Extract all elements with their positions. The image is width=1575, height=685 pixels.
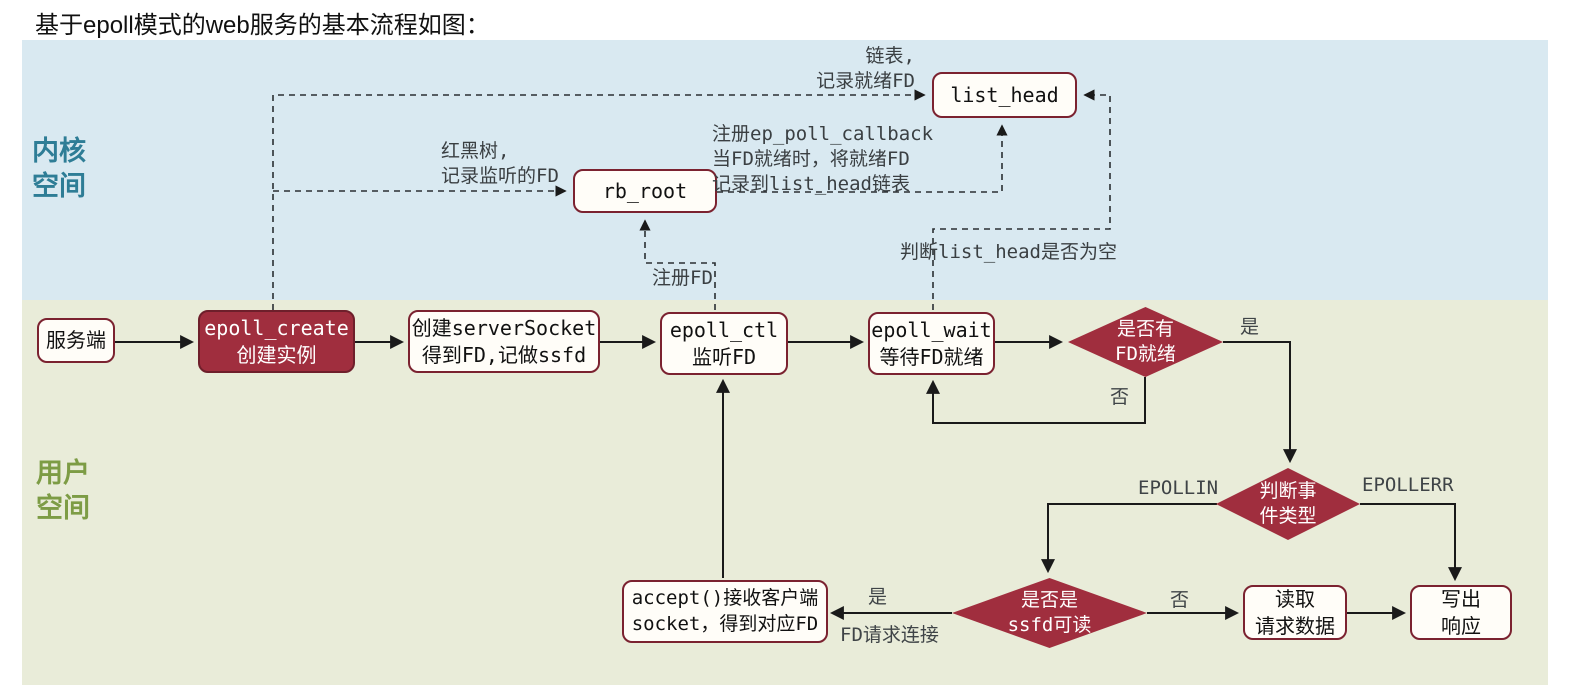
node-rb-root: rb_root — [573, 169, 717, 213]
user-label-line2: 空间 — [36, 492, 90, 523]
decision-is-ssfd-line2: ssfd可读 — [1007, 614, 1092, 636]
decision-event-type-line1: 判断事 — [1259, 480, 1317, 503]
annotation-linked-list: 链表, 记录就绪FD — [790, 44, 915, 94]
node-accept: accept()接收客户端 socket，得到对应FD — [622, 580, 828, 643]
node-server: 服务端 — [37, 318, 115, 363]
node-epoll-ctl: epoll_ctl 监听FD — [660, 312, 788, 375]
annotation-callback-line1: 注册ep_poll_callback — [712, 123, 934, 145]
node-accept-line2: socket，得到对应FD — [631, 612, 819, 635]
edge-fdready-yes — [1223, 341, 1297, 464]
edge-label-fd-connect: FD请求连接 — [840, 624, 939, 646]
annotation-rbtree: 红黑树, 记录监听的FD — [441, 139, 559, 189]
annotation-check-listhead: 判断list_head是否为空 — [900, 241, 1117, 263]
node-write-response: 写出 响应 — [1410, 585, 1512, 640]
node-list-head-label: list_head — [950, 82, 1059, 107]
node-epoll-ctl-line1: epoll_ctl — [669, 317, 779, 342]
node-epoll-ctl-line2: 监听FD — [691, 344, 757, 369]
kernel-label-line1: 内核 — [32, 136, 86, 166]
edge-epollerr — [1360, 503, 1462, 582]
edge-label-epollin: EPOLLIN — [1138, 477, 1219, 499]
decision-is-ssfd-line1: 是否是 — [1020, 589, 1078, 612]
edge-label-epollerr: EPOLLERR — [1362, 474, 1454, 496]
node-create-serversocket: 创建serverSocket 得到FD,记做ssfd — [408, 310, 600, 373]
annotation-callback-line2: 当FD就绪时，将就绪FD — [712, 148, 910, 171]
node-epoll-wait: epoll_wait 等待FD就绪 — [868, 312, 995, 375]
node-epoll-create-line1: epoll_create — [204, 315, 349, 340]
node-epoll-wait-line2: 等待FD就绪 — [879, 344, 984, 369]
edge-epollin — [1041, 503, 1217, 574]
user-space-label: 用户 空间 — [36, 456, 90, 525]
node-read-data-line2: 请求数据 — [1255, 613, 1335, 638]
edge-label-no2: 否 — [1170, 589, 1190, 611]
node-epoll-create: epoll_create 创建实例 — [198, 310, 355, 373]
annotation-callback-line3: 记录到list_head链表 — [712, 173, 910, 196]
edge-label-yes1: 是 — [1240, 316, 1260, 338]
decision-event-type-line2: 件类型 — [1259, 505, 1317, 527]
node-create-serversocket-line2: 得到FD,记做ssfd — [421, 342, 587, 367]
annotation-callback: 注册ep_poll_callback 当FD就绪时，将就绪FD 记录到list_… — [712, 122, 933, 197]
edge-label-no1: 否 — [1110, 386, 1130, 408]
node-list-head: list_head — [932, 72, 1077, 118]
annotation-rbtree-line2: 记录监听的FD — [441, 165, 559, 188]
node-server-label: 服务端 — [46, 328, 106, 352]
decision-fd-ready-line2: FD就绪 — [1115, 343, 1176, 365]
node-read-data-line1: 读取 — [1275, 586, 1315, 611]
node-write-response-line1: 写出 — [1441, 586, 1481, 611]
node-write-response-line2: 响应 — [1441, 613, 1481, 638]
annotation-linked-list-line1: 链表, — [865, 45, 915, 67]
node-epoll-create-line2: 创建实例 — [236, 342, 317, 367]
page-title: 基于epoll模式的web服务的基本流程如图： — [35, 12, 490, 39]
node-accept-line1: accept()接收客户端 — [631, 586, 819, 609]
kernel-space-region — [22, 40, 1548, 300]
edge-label-yes2: 是 — [868, 586, 888, 608]
node-read-data: 读取 请求数据 — [1243, 585, 1347, 640]
annotation-register-fd: 注册FD — [652, 267, 713, 289]
edge-fdready-no-loop — [926, 377, 1146, 424]
kernel-space-label: 内核 空间 — [32, 134, 86, 203]
user-label-line1: 用户 — [36, 458, 90, 488]
node-create-serversocket-line1: 创建serverSocket — [411, 315, 597, 340]
decision-fd-ready-line1: 是否有 — [1116, 318, 1174, 341]
annotation-rbtree-line1: 红黑树, — [441, 140, 510, 162]
annotation-linked-list-line2: 记录就绪FD — [816, 70, 915, 93]
node-rb-root-label: rb_root — [602, 178, 688, 203]
edge-epollwait-check-listhead — [932, 89, 1111, 310]
edge-epollctl-register-fd — [639, 219, 716, 310]
kernel-label-line2: 空间 — [32, 170, 86, 201]
edge-epollcreate-to-listhead — [272, 89, 926, 310]
node-epoll-wait-line1: epoll_wait — [871, 317, 992, 342]
